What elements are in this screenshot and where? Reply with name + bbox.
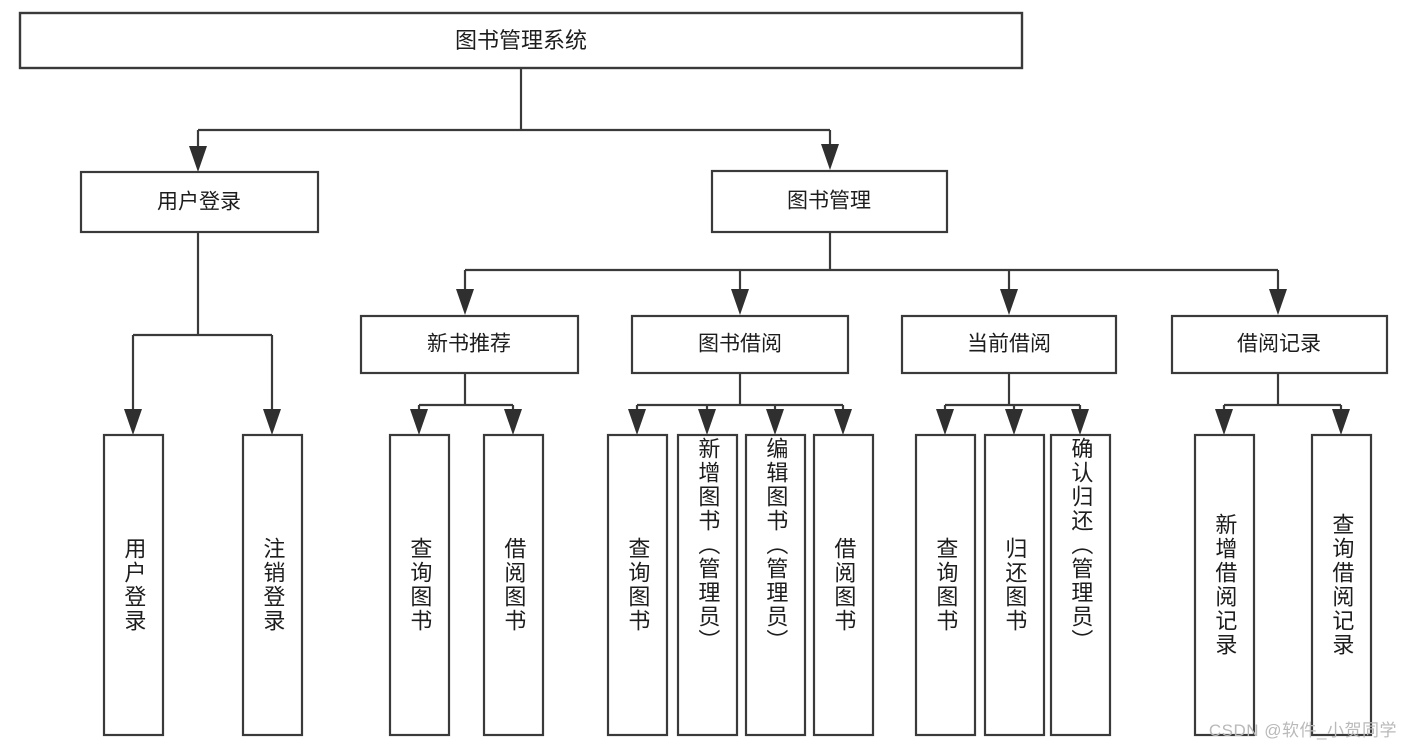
node-book-manage-label: 图书管理 — [787, 190, 871, 213]
arrow-head-leaf-user-login — [124, 409, 142, 435]
node-leaf-user-login-box[interactable] — [102, 433, 165, 737]
node-book-manage[interactable]: 图书管理 — [710, 169, 949, 234]
node-leaf-query-book-1-box[interactable] — [388, 433, 451, 737]
watermark: CSDN @软件_小贺同学 — [1208, 721, 1397, 740]
node-new-book-recommend[interactable]: 新书推荐 — [359, 314, 580, 375]
arrow-head-leaf-borrow-book-2 — [834, 409, 852, 435]
arrow-head-leaf-query-record — [1332, 409, 1350, 435]
node-borrow-record[interactable]: 借阅记录 — [1170, 314, 1389, 375]
arrow-head-borrow-record — [1269, 289, 1287, 315]
connector-group-root — [189, 68, 839, 172]
node-leaf-confirm-return-box[interactable] — [1049, 433, 1112, 737]
node-book-borrow[interactable]: 图书借阅 — [630, 314, 850, 375]
node-current-borrow[interactable]: 当前借阅 — [900, 314, 1118, 375]
arrow-head-leaf-confirm-return — [1071, 409, 1089, 435]
node-leaf-query-book-2-box[interactable] — [606, 433, 669, 737]
arrow-head-leaf-add-record — [1215, 409, 1233, 435]
arrow-head-book-manage — [821, 144, 839, 170]
node-leaf-edit-book-box[interactable] — [744, 433, 807, 737]
node-leaf-borrow-book-1-box[interactable] — [482, 433, 545, 737]
node-user-login-box[interactable] — [79, 170, 320, 234]
node-leaf-add-record-box[interactable] — [1193, 433, 1256, 737]
arrow-head-leaf-query-book-1 — [410, 409, 428, 435]
node-borrow-record-label: 借阅记录 — [1237, 333, 1321, 356]
arrow-head-book-borrow — [731, 289, 749, 315]
arrow-head-new-book-recommend — [456, 289, 474, 315]
node-root-box[interactable] — [18, 11, 1024, 70]
node-user-login-label: 用户登录 — [157, 191, 241, 214]
arrow-head-leaf-query-book-3 — [936, 409, 954, 435]
node-leaf-query-book-3-box[interactable] — [914, 433, 977, 737]
connector-group-book-manage — [456, 232, 1287, 315]
node-book-borrow-label: 图书借阅 — [698, 333, 782, 356]
arrow-head-current-borrow — [1000, 289, 1018, 315]
arrow-head-leaf-edit-book — [766, 409, 784, 435]
node-new-book-recommend-box[interactable] — [359, 314, 580, 375]
arrow-head-leaf-logout — [263, 409, 281, 435]
node-leaf-add-book-box[interactable] — [676, 433, 739, 737]
arrow-head-leaf-return-book — [1005, 409, 1023, 435]
node-user-login[interactable]: 用户登录 — [79, 170, 320, 234]
arrow-head-leaf-borrow-book-1 — [504, 409, 522, 435]
node-leaf-return-book-box[interactable] — [983, 433, 1046, 737]
node-borrow-record-box[interactable] — [1170, 314, 1389, 375]
arrow-head-leaf-query-book-2 — [628, 409, 646, 435]
connector-group-book-borrow — [628, 373, 852, 435]
connector-group-borrow-record — [1215, 373, 1350, 435]
node-leaf-logout-box[interactable] — [241, 433, 304, 737]
arrow-head-user-login — [189, 146, 207, 172]
node-leaf-query-record-box[interactable] — [1310, 433, 1373, 737]
node-book-manage-box[interactable] — [710, 169, 949, 234]
node-leaf-borrow-book-2-box[interactable] — [812, 433, 875, 737]
connector-group-user-login — [124, 232, 281, 435]
node-current-borrow-label: 当前借阅 — [967, 333, 1051, 356]
connector-group-new-book-recommend — [410, 373, 522, 435]
node-root-label: 图书管理系统 — [455, 28, 587, 53]
connector-group-current-borrow — [936, 373, 1089, 435]
node-root[interactable]: 图书管理系统 — [18, 11, 1024, 70]
arrow-head-leaf-add-book — [698, 409, 716, 435]
node-new-book-recommend-label: 新书推荐 — [427, 333, 511, 356]
node-book-borrow-box[interactable] — [630, 314, 850, 375]
leaf-boxes — [102, 433, 1373, 737]
node-current-borrow-box[interactable] — [900, 314, 1118, 375]
